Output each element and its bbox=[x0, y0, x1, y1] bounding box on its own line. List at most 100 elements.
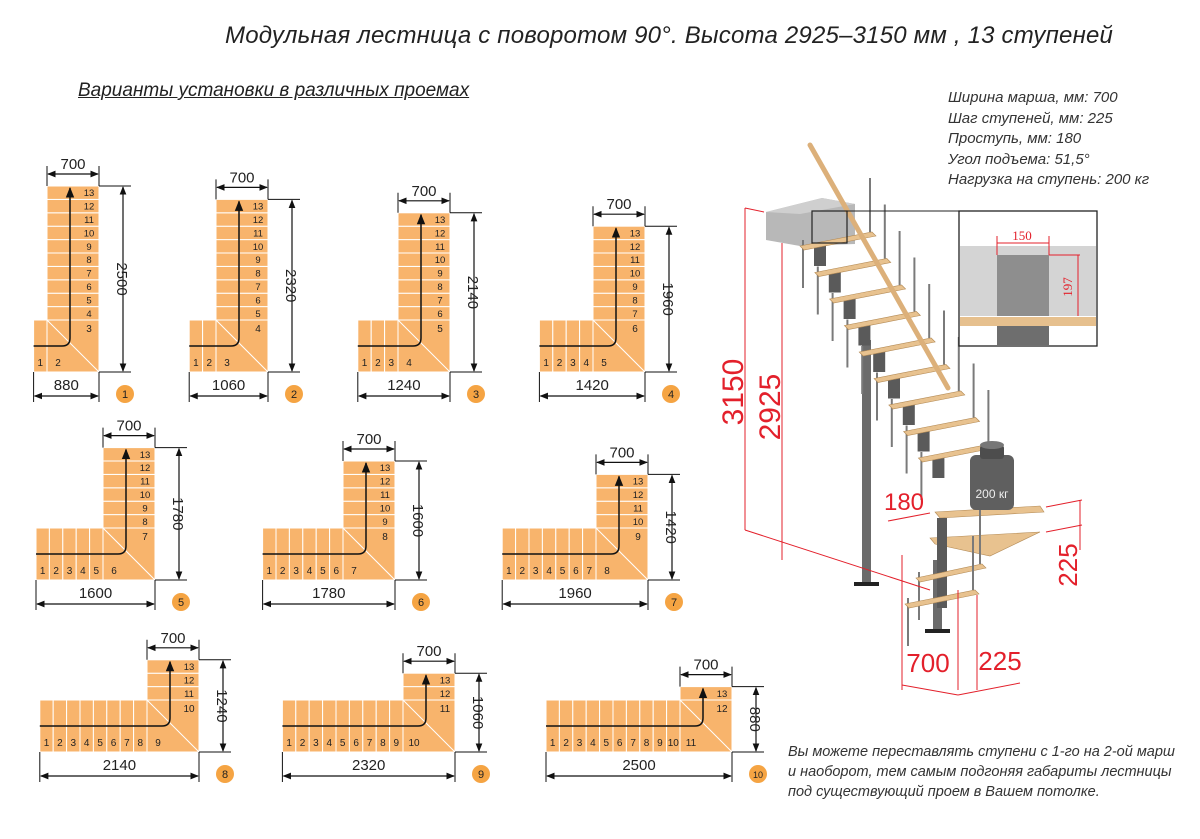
step-number: 6 bbox=[111, 738, 117, 749]
variant-number: 8 bbox=[222, 769, 228, 781]
walking-direction-arrow bbox=[502, 475, 624, 555]
step-number: 3 bbox=[86, 324, 92, 335]
step-number: 10 bbox=[253, 242, 264, 253]
step-number: 13 bbox=[435, 215, 446, 226]
note-line: под существующий проем в Вашем потолке. bbox=[788, 784, 1100, 800]
variant-number: 3 bbox=[473, 389, 479, 401]
step-number: 7 bbox=[437, 295, 442, 306]
step-number: 6 bbox=[617, 738, 623, 749]
handrail bbox=[807, 142, 951, 391]
variant-number: 5 bbox=[178, 597, 184, 609]
opening-width-label: 1420 bbox=[576, 377, 609, 394]
spec-load: Нагрузка на ступень: 200 кг bbox=[948, 171, 1150, 188]
winder-tread bbox=[929, 531, 1041, 557]
step-number: 10 bbox=[435, 255, 446, 266]
opening-length-label: 1780 bbox=[169, 497, 186, 530]
tread bbox=[843, 311, 922, 330]
specs-list: Ширина марша, мм: 700 Шаг ступеней, мм: … bbox=[948, 88, 1149, 191]
step-number: 13 bbox=[630, 228, 641, 239]
walking-direction-arrow bbox=[33, 186, 75, 347]
step-number: 7 bbox=[124, 738, 130, 749]
flight-width-label: 700 bbox=[116, 418, 141, 435]
step-number: 1 bbox=[193, 358, 199, 369]
opening-length-label: 2500 bbox=[113, 262, 130, 295]
flight-width-label: 700 bbox=[411, 183, 436, 200]
stringer-module bbox=[902, 405, 915, 425]
walking-direction-arrow bbox=[539, 227, 621, 347]
step-number: 13 bbox=[184, 662, 195, 673]
step-number: 2 bbox=[53, 566, 59, 577]
opening-length-label: 1060 bbox=[469, 696, 486, 729]
walking-direction-arrow bbox=[282, 674, 431, 727]
step-number: 2 bbox=[55, 358, 61, 369]
step-number: 7 bbox=[142, 532, 148, 543]
tread bbox=[858, 337, 936, 357]
stringer-module bbox=[828, 272, 841, 293]
variant-badge bbox=[472, 765, 490, 783]
step-number: 2 bbox=[375, 358, 381, 369]
step-number: 8 bbox=[380, 738, 386, 749]
step-number: 1 bbox=[543, 358, 549, 369]
step-number: 5 bbox=[601, 358, 607, 369]
step-number: 2 bbox=[57, 738, 63, 749]
step-number: 1 bbox=[362, 358, 368, 369]
step-number: 7 bbox=[630, 738, 636, 749]
winder-diagonal bbox=[397, 319, 451, 373]
variant-badge bbox=[116, 385, 134, 403]
tread bbox=[814, 258, 892, 277]
variant-number: 4 bbox=[668, 389, 674, 401]
step-number: 9 bbox=[255, 255, 260, 266]
step-number: 2 bbox=[300, 738, 306, 749]
step-number: 4 bbox=[590, 738, 596, 749]
walking-direction-arrow bbox=[189, 200, 244, 347]
step-number: 8 bbox=[604, 566, 610, 577]
step-number: 3 bbox=[570, 358, 576, 369]
walking-direction-arrow bbox=[36, 448, 131, 555]
step-number: 2 bbox=[563, 738, 569, 749]
step-number: 4 bbox=[406, 358, 412, 369]
step-number: 6 bbox=[353, 738, 359, 749]
spec-march-width: Ширина марша, мм: 700 bbox=[948, 89, 1118, 106]
step-number: 5 bbox=[86, 295, 91, 306]
stringer-module bbox=[888, 378, 900, 399]
step-number: 11 bbox=[253, 228, 263, 239]
support-post bbox=[862, 340, 871, 585]
variant-badge bbox=[412, 593, 430, 611]
step-number: 9 bbox=[437, 269, 442, 280]
stringer-module bbox=[917, 431, 930, 452]
detail-inset: 150 197 bbox=[811, 210, 1098, 347]
tread bbox=[799, 231, 877, 251]
step-number: 10 bbox=[140, 490, 151, 501]
step-number: 11 bbox=[633, 503, 643, 514]
step-number: 11 bbox=[84, 215, 94, 226]
winder-diagonal bbox=[402, 699, 456, 753]
step-number: 6 bbox=[334, 566, 340, 577]
step-number: 1 bbox=[550, 738, 556, 749]
tread bbox=[828, 284, 907, 304]
variant-badge bbox=[749, 765, 767, 783]
tread bbox=[902, 417, 981, 436]
step-number: 8 bbox=[437, 282, 442, 293]
step-number: 9 bbox=[394, 738, 400, 749]
rise-label: 225 bbox=[1053, 543, 1083, 586]
stringer-module bbox=[858, 325, 871, 346]
step-number: 4 bbox=[255, 324, 261, 335]
variant-number: 7 bbox=[671, 597, 677, 609]
step-number: 2 bbox=[207, 358, 213, 369]
step-number: 6 bbox=[573, 566, 579, 577]
step-number: 8 bbox=[644, 738, 650, 749]
step-number: 2 bbox=[557, 358, 563, 369]
flight-width-label: 700 bbox=[356, 431, 381, 448]
variant-number: 2 bbox=[291, 389, 297, 401]
step-number: 2 bbox=[520, 566, 526, 577]
tread bbox=[915, 563, 987, 583]
flight-width-label: 700 bbox=[606, 196, 631, 213]
step-number: 4 bbox=[327, 738, 333, 749]
step-number: 6 bbox=[255, 295, 260, 306]
bracket-width-label: 150 bbox=[1012, 228, 1032, 243]
step-number: 9 bbox=[632, 282, 637, 293]
